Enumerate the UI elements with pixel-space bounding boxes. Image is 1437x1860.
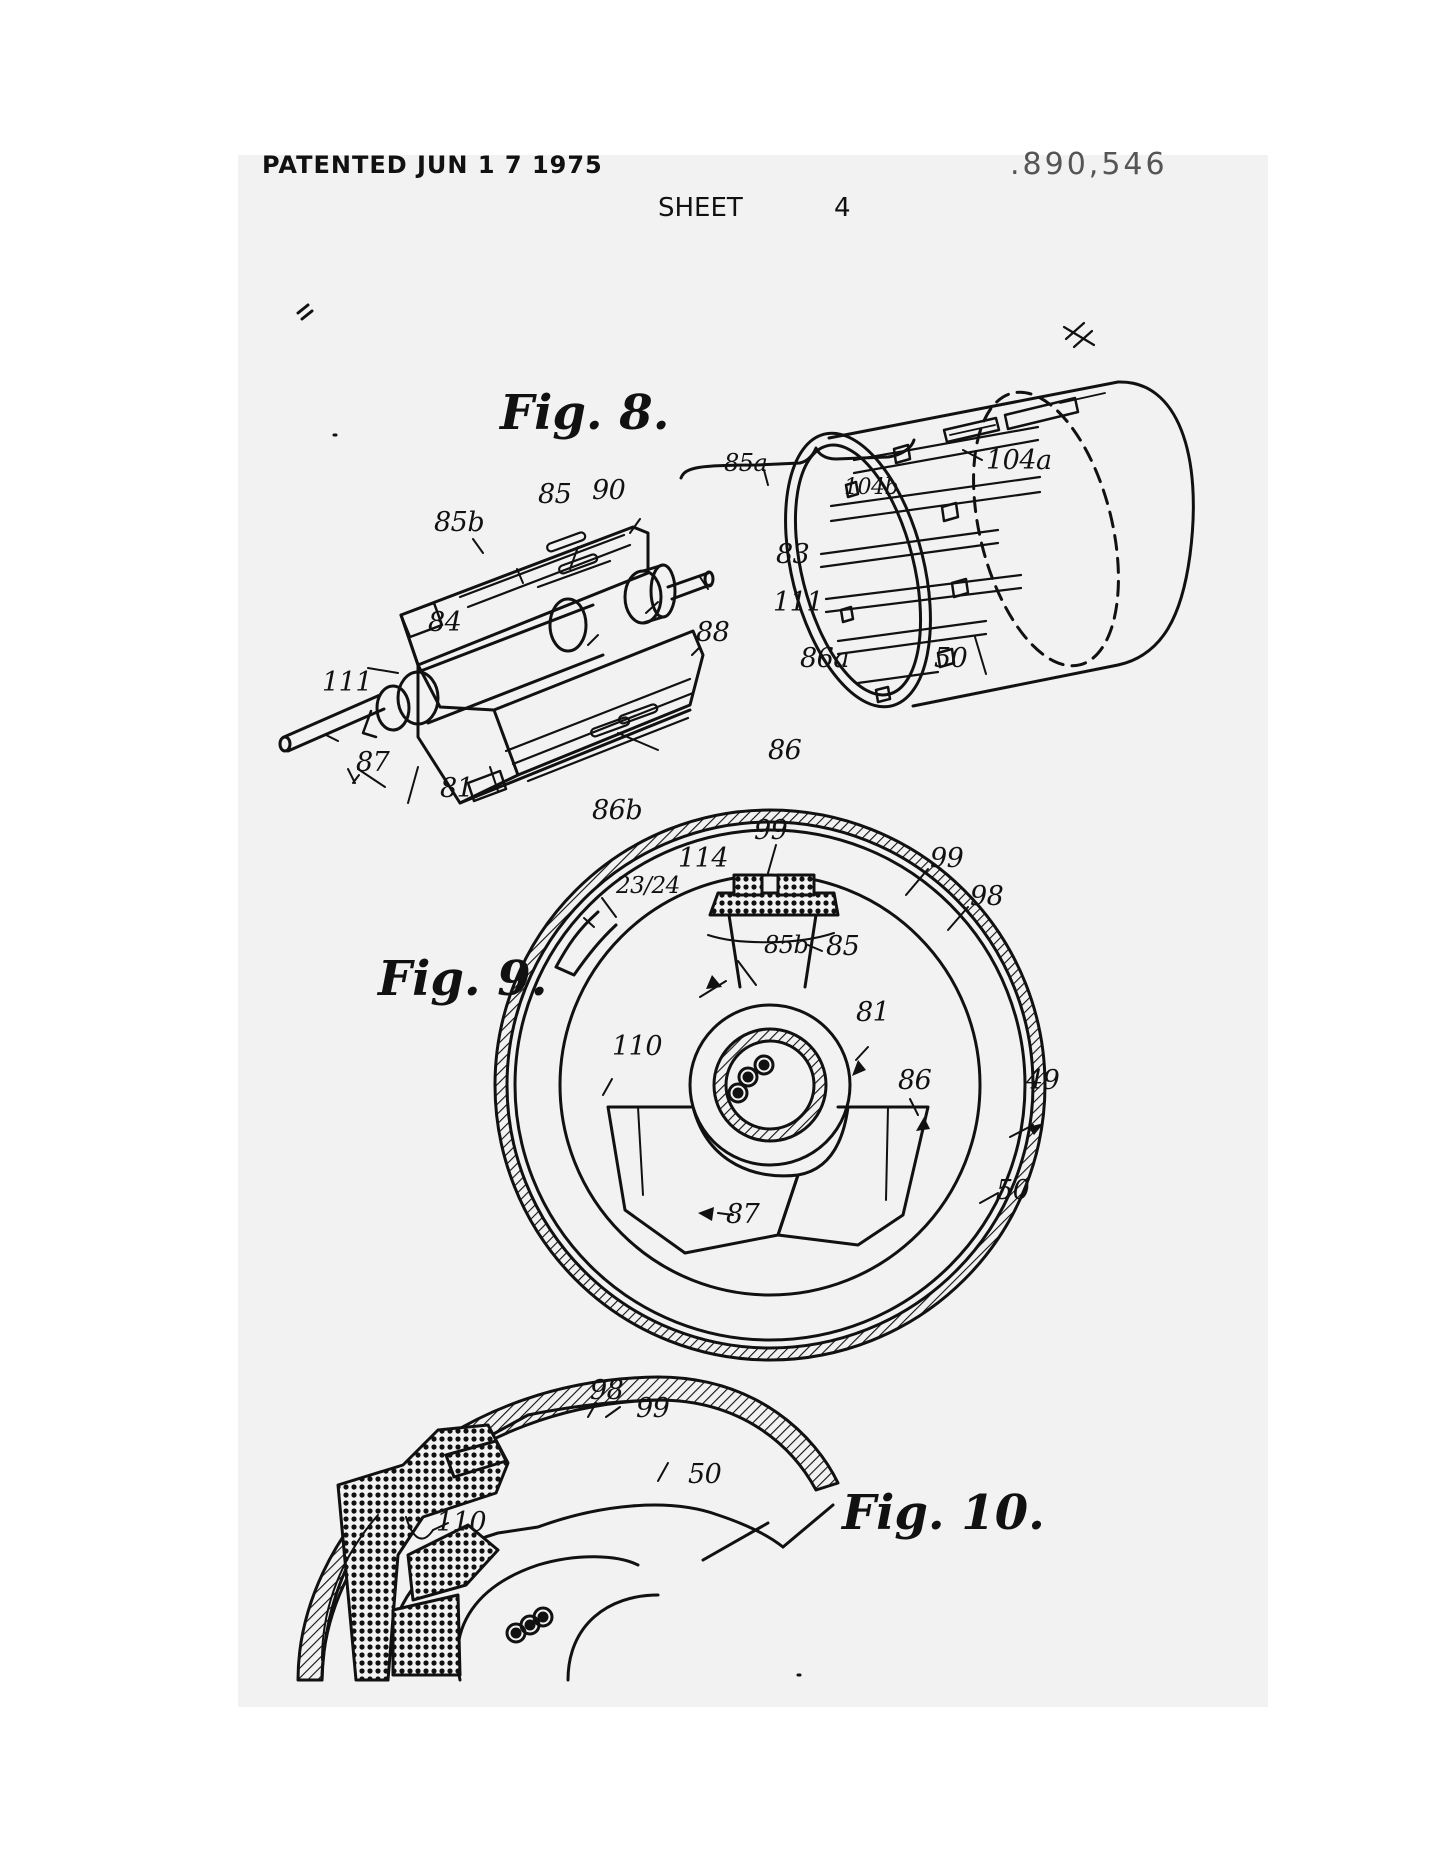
label-85b-fig9: 85b	[764, 931, 809, 959]
patent-drawing	[278, 303, 1195, 1682]
label-104a: 104a	[986, 445, 1052, 476]
patent-sheet: PATENTED JUN 1 7 1975 .890,546 SHEET 4 F…	[238, 147, 1268, 1707]
label-85: 85	[538, 479, 572, 510]
label-81-fig9: 81	[856, 997, 890, 1028]
label-83: 83	[776, 539, 810, 570]
label-90: 90	[592, 475, 626, 506]
label-81-fig8: 81	[440, 773, 474, 804]
label-85a: 85a	[724, 449, 768, 477]
label-98-fig10: 98	[590, 1375, 624, 1406]
label-85b: 85b	[434, 507, 485, 538]
fig9-drawing	[493, 808, 1047, 1362]
label-87-fig8: 87	[356, 747, 390, 778]
sheet-number: 4	[834, 193, 851, 223]
label-104b: 104b	[844, 475, 899, 500]
fig10-title: Fig. 10.	[842, 1485, 1045, 1541]
label-50-fig8: 50	[934, 643, 968, 674]
label-99-right: 99	[930, 843, 964, 874]
fig8-title: Fig. 8.	[500, 385, 670, 441]
label-50-fig10: 50	[688, 1459, 722, 1490]
label-49: 49	[1026, 1065, 1060, 1096]
label-114: 114	[678, 843, 729, 874]
label-86b: 86b	[592, 795, 643, 826]
label-84: 84	[428, 607, 462, 638]
label-85-fig9: 85	[826, 931, 860, 962]
label-99-fig10: 99	[636, 1393, 670, 1424]
fig8-drawing	[278, 380, 1195, 805]
fig9-title: Fig. 9.	[378, 951, 548, 1007]
fig10-drawing	[296, 1375, 840, 1682]
label-98-fig9: 98	[970, 881, 1004, 912]
label-23-24: 23/24	[616, 873, 680, 899]
label-87-fig9: 87	[726, 1199, 760, 1230]
sheet-label: SHEET	[658, 193, 743, 223]
patent-number: .890,546	[1010, 147, 1168, 182]
label-86: 86	[768, 735, 802, 766]
label-86-fig9: 86	[898, 1065, 932, 1096]
label-88: 88	[696, 617, 730, 648]
label-110-fig10: 110	[436, 1507, 487, 1538]
patented-date: PATENTED JUN 1 7 1975	[262, 151, 603, 179]
label-99-top: 99	[754, 815, 788, 846]
label-111-left: 111	[322, 667, 373, 698]
label-50-fig9: 50	[996, 1175, 1030, 1206]
label-111-right: 111	[773, 587, 824, 618]
label-86a: 86a	[800, 643, 849, 674]
label-110-fig9: 110	[612, 1031, 663, 1062]
